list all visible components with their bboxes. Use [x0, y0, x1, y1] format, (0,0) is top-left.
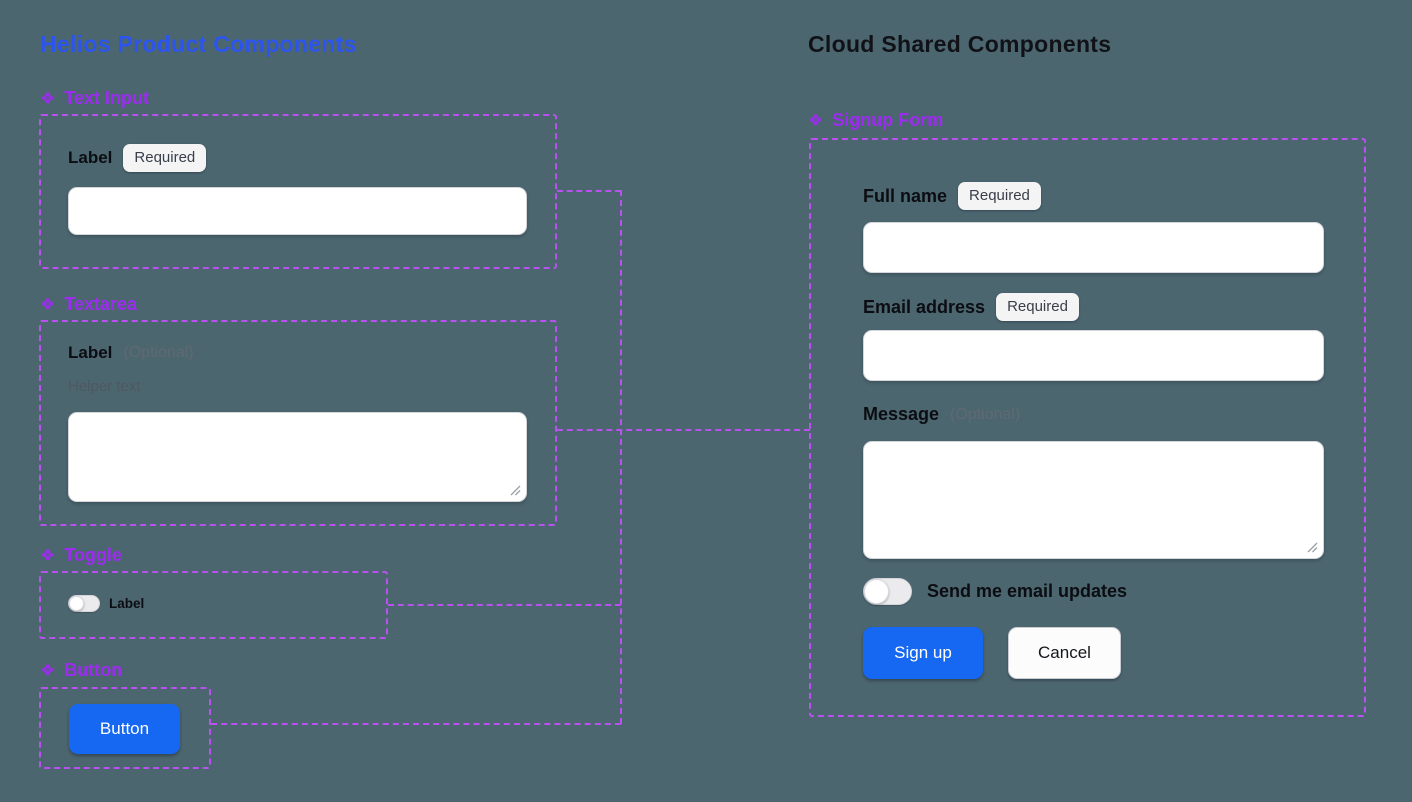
component-heading-label: Toggle: [64, 545, 122, 565]
component-frame-text-input: Label Required: [39, 114, 557, 269]
email-label: Email address: [863, 296, 986, 317]
optional-hint: (Optional): [123, 344, 194, 361]
textarea-field[interactable]: [68, 412, 527, 502]
component-frame-textarea: Label (Optional) Helper text: [39, 320, 557, 526]
toggle-switch[interactable]: [68, 595, 100, 612]
cancel-button[interactable]: Cancel: [1008, 627, 1121, 679]
full-name-input[interactable]: [863, 222, 1324, 273]
sample-button[interactable]: Button: [69, 704, 180, 754]
email-updates-toggle[interactable]: [863, 578, 912, 605]
toggle-label: Label: [109, 596, 145, 611]
component-frame-toggle: Label: [39, 571, 388, 639]
component-heading-toggle[interactable]: ❖ Toggle: [40, 545, 122, 566]
optional-hint: (Optional): [950, 405, 1021, 423]
component-diamond-icon: ❖: [40, 295, 56, 314]
toggle-knob: [864, 579, 889, 604]
component-heading-button[interactable]: ❖ Button: [40, 660, 122, 681]
component-heading-text-input[interactable]: ❖ Text Input: [40, 88, 149, 109]
sign-up-button[interactable]: Sign up: [863, 627, 983, 679]
required-badge: Required: [958, 182, 1041, 210]
component-frame-signup-form: Full name Required Email address Require…: [809, 138, 1366, 717]
component-diamond-icon: ❖: [808, 111, 824, 130]
component-heading-label: Button: [64, 660, 123, 680]
component-diamond-icon: ❖: [40, 89, 56, 108]
connector-textarea-to-signup: [557, 429, 810, 431]
component-heading-label: Textarea: [64, 294, 137, 314]
email-input[interactable]: [863, 330, 1324, 381]
resize-handle-icon: [510, 485, 521, 496]
component-heading-textarea[interactable]: ❖ Textarea: [40, 294, 137, 315]
message-textarea[interactable]: [863, 441, 1324, 559]
component-diamond-icon: ❖: [40, 661, 56, 680]
component-frame-button: Button: [39, 687, 211, 769]
connector-trunk: [620, 190, 622, 724]
required-badge: Required: [123, 144, 207, 172]
resize-handle-icon: [1307, 542, 1318, 553]
text-input-field[interactable]: [68, 187, 527, 235]
toggle-knob: [69, 596, 84, 611]
component-heading-signup-form[interactable]: ❖ Signup Form: [808, 110, 943, 131]
cloud-panel-title: Cloud Shared Components: [808, 31, 1112, 57]
connector-toggle: [388, 604, 621, 606]
email-updates-label: Send me email updates: [927, 581, 1128, 601]
connector-button: [211, 723, 621, 725]
required-badge: Required: [996, 293, 1079, 321]
helios-panel-title: Helios Product Components: [40, 31, 357, 57]
component-heading-label: Text Input: [64, 88, 149, 108]
component-diamond-icon: ❖: [40, 546, 56, 565]
message-label: Message: [863, 404, 940, 424]
connector-text-input: [557, 190, 621, 192]
textarea-label: Label: [68, 343, 113, 362]
component-heading-label: Signup Form: [832, 110, 944, 130]
helper-text: Helper text: [68, 378, 141, 395]
text-input-label: Label: [68, 148, 113, 167]
full-name-label: Full name: [863, 185, 948, 206]
